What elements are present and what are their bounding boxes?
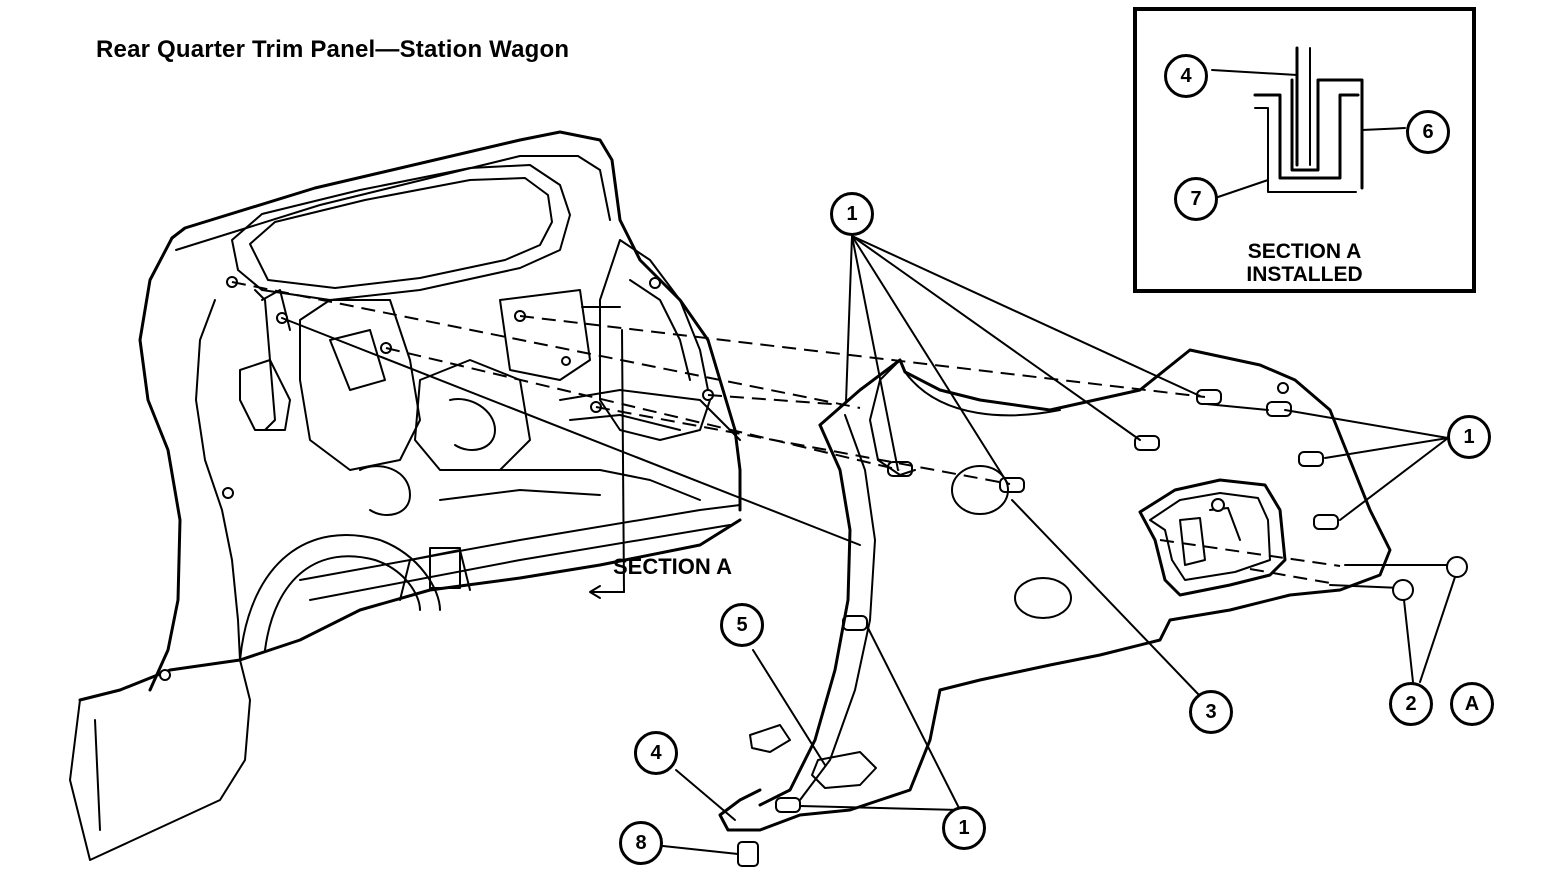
inset-section-drawing bbox=[1211, 46, 1406, 198]
section-a-label: SECTION A bbox=[613, 554, 732, 579]
alignment-lines bbox=[231, 281, 1341, 584]
callout-2: 2 bbox=[1389, 682, 1433, 726]
callout-5: 5 bbox=[720, 603, 764, 647]
inset-callout-6: 6 bbox=[1406, 110, 1450, 154]
rear-quarter-trim-panel bbox=[718, 348, 1468, 867]
section-a-inset: 4 6 7 SECTION A INSTALLED bbox=[1133, 7, 1476, 293]
inset-callout-7: 7 bbox=[1174, 177, 1218, 221]
vehicle-body-structure bbox=[69, 130, 742, 861]
inset-caption-line1: SECTION A bbox=[1247, 240, 1362, 263]
callout-1-bottom: 1 bbox=[942, 806, 986, 850]
callout-1-right: 1 bbox=[1447, 415, 1491, 459]
callout-3: 3 bbox=[1189, 690, 1233, 734]
leader-lines bbox=[662, 235, 1456, 855]
inset-caption-line2: INSTALLED bbox=[1246, 263, 1363, 286]
callout-1-top: 1 bbox=[830, 192, 874, 236]
diagram-title: Rear Quarter Trim Panel—Station Wagon bbox=[96, 36, 570, 63]
section-a-indicator bbox=[581, 306, 625, 599]
inset-callout-4: 4 bbox=[1164, 54, 1208, 98]
callout-8: 8 bbox=[619, 821, 663, 865]
callout-4: 4 bbox=[634, 731, 678, 775]
callout-a: A bbox=[1450, 682, 1494, 726]
